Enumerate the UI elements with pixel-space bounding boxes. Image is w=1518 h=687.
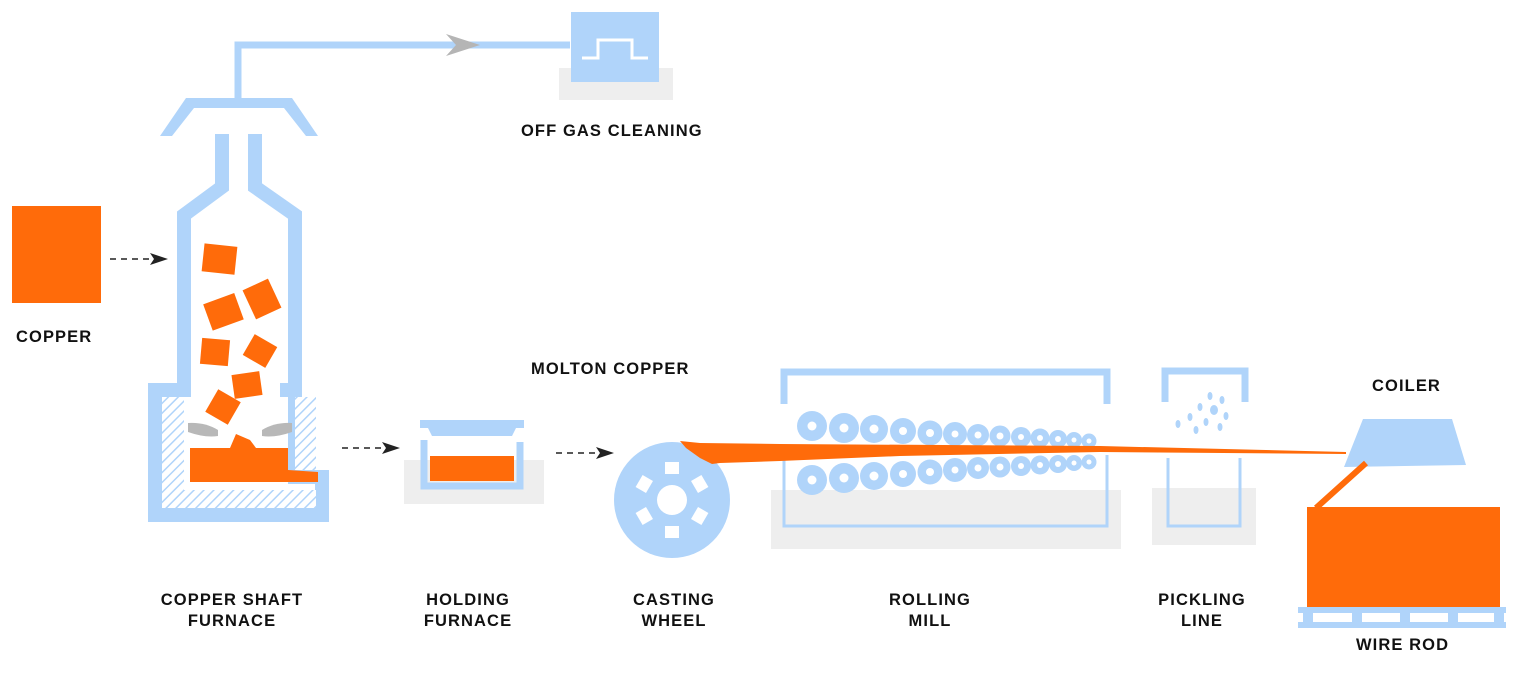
label-line: LINE	[1181, 612, 1223, 630]
furnace-insulation-right	[295, 397, 316, 470]
copper-shaft-furnace	[148, 98, 329, 522]
holding-furnace-copper	[430, 456, 514, 481]
label-line: FURNACE	[187, 612, 277, 630]
arrow-head-icon	[596, 447, 614, 459]
label-line: HOLDING	[426, 591, 510, 609]
copper-chunk	[199, 337, 231, 367]
furnace-insulation-bottom	[162, 490, 316, 508]
casting-wheel	[614, 442, 730, 558]
label-line: FURNACE	[423, 612, 513, 630]
label-molton-copper: MOLTON COPPER	[531, 360, 690, 378]
pickling-spray-icon	[1175, 392, 1229, 434]
copper-chunk	[203, 293, 244, 331]
label-copper-shaft-furnace: COPPER SHAFT FURNACE	[132, 590, 332, 632]
wire-rod-bundle	[1298, 507, 1506, 628]
casting-wheel-hub	[657, 485, 687, 515]
wire-rod-pallet-bottom	[1298, 622, 1506, 628]
copper-chunk	[231, 371, 263, 399]
raw-copper-block	[12, 206, 101, 303]
label-line: WHEEL	[641, 612, 707, 630]
off-gas-filter-box	[571, 12, 659, 82]
burner-left-icon	[188, 422, 218, 437]
arrow-head-icon	[150, 253, 168, 265]
rolling-mill-upper-rolls	[797, 411, 1097, 449]
label-line: COPPER SHAFT	[160, 591, 304, 609]
rolling-mill	[771, 368, 1121, 549]
label-holding-furnace: HOLDING FURNACE	[398, 590, 538, 632]
label-casting-wheel: CASTING WHEEL	[604, 590, 744, 632]
flow-arrow-holding-to-casting	[556, 447, 614, 459]
label-line: PICKLING	[1158, 591, 1246, 609]
coiler-head	[1344, 419, 1466, 467]
copper-chunk	[201, 243, 238, 275]
rolling-mill-lower-rolls	[797, 454, 1097, 495]
arrow-head-icon	[382, 442, 400, 454]
off-gas-duct	[234, 34, 570, 100]
holding-furnace	[404, 420, 544, 504]
label-copper: COPPER	[16, 328, 93, 346]
copper-chunk	[242, 278, 282, 320]
copper-rod-strand	[680, 441, 1346, 464]
label-rolling-mill: ROLLING MILL	[860, 590, 1000, 632]
label-line: MILL	[908, 612, 952, 630]
flow-arrow-copper-to-furnace	[110, 253, 168, 265]
flow-arrow-furnace-to-holding	[342, 442, 400, 454]
wire-rod-coil	[1307, 507, 1500, 610]
holding-furnace-lid	[420, 420, 524, 436]
molten-copper-pool	[190, 434, 318, 482]
copper-chunk	[242, 334, 278, 368]
furnace-hood	[160, 98, 318, 136]
furnace-insulation-left	[162, 397, 184, 508]
off-gas-cleaning-unit	[559, 12, 673, 100]
burner-right-icon	[262, 422, 292, 437]
label-coiler: COILER	[1372, 377, 1441, 395]
label-pickling-line: PICKLING LINE	[1132, 590, 1272, 632]
gas-flow-arrow-icon	[446, 34, 480, 56]
wire-rod-pallet-top	[1298, 607, 1506, 613]
rolling-mill-base	[771, 490, 1121, 549]
label-wire-rod: WIRE ROD	[1356, 636, 1450, 654]
label-off-gas-cleaning: OFF GAS CLEANING	[521, 122, 703, 140]
copper-chunk	[205, 389, 241, 425]
pickling-line	[1152, 367, 1256, 545]
coiler-feed-strand	[1313, 460, 1369, 511]
label-line: ROLLING	[889, 591, 971, 609]
label-line: CASTING	[633, 591, 715, 609]
